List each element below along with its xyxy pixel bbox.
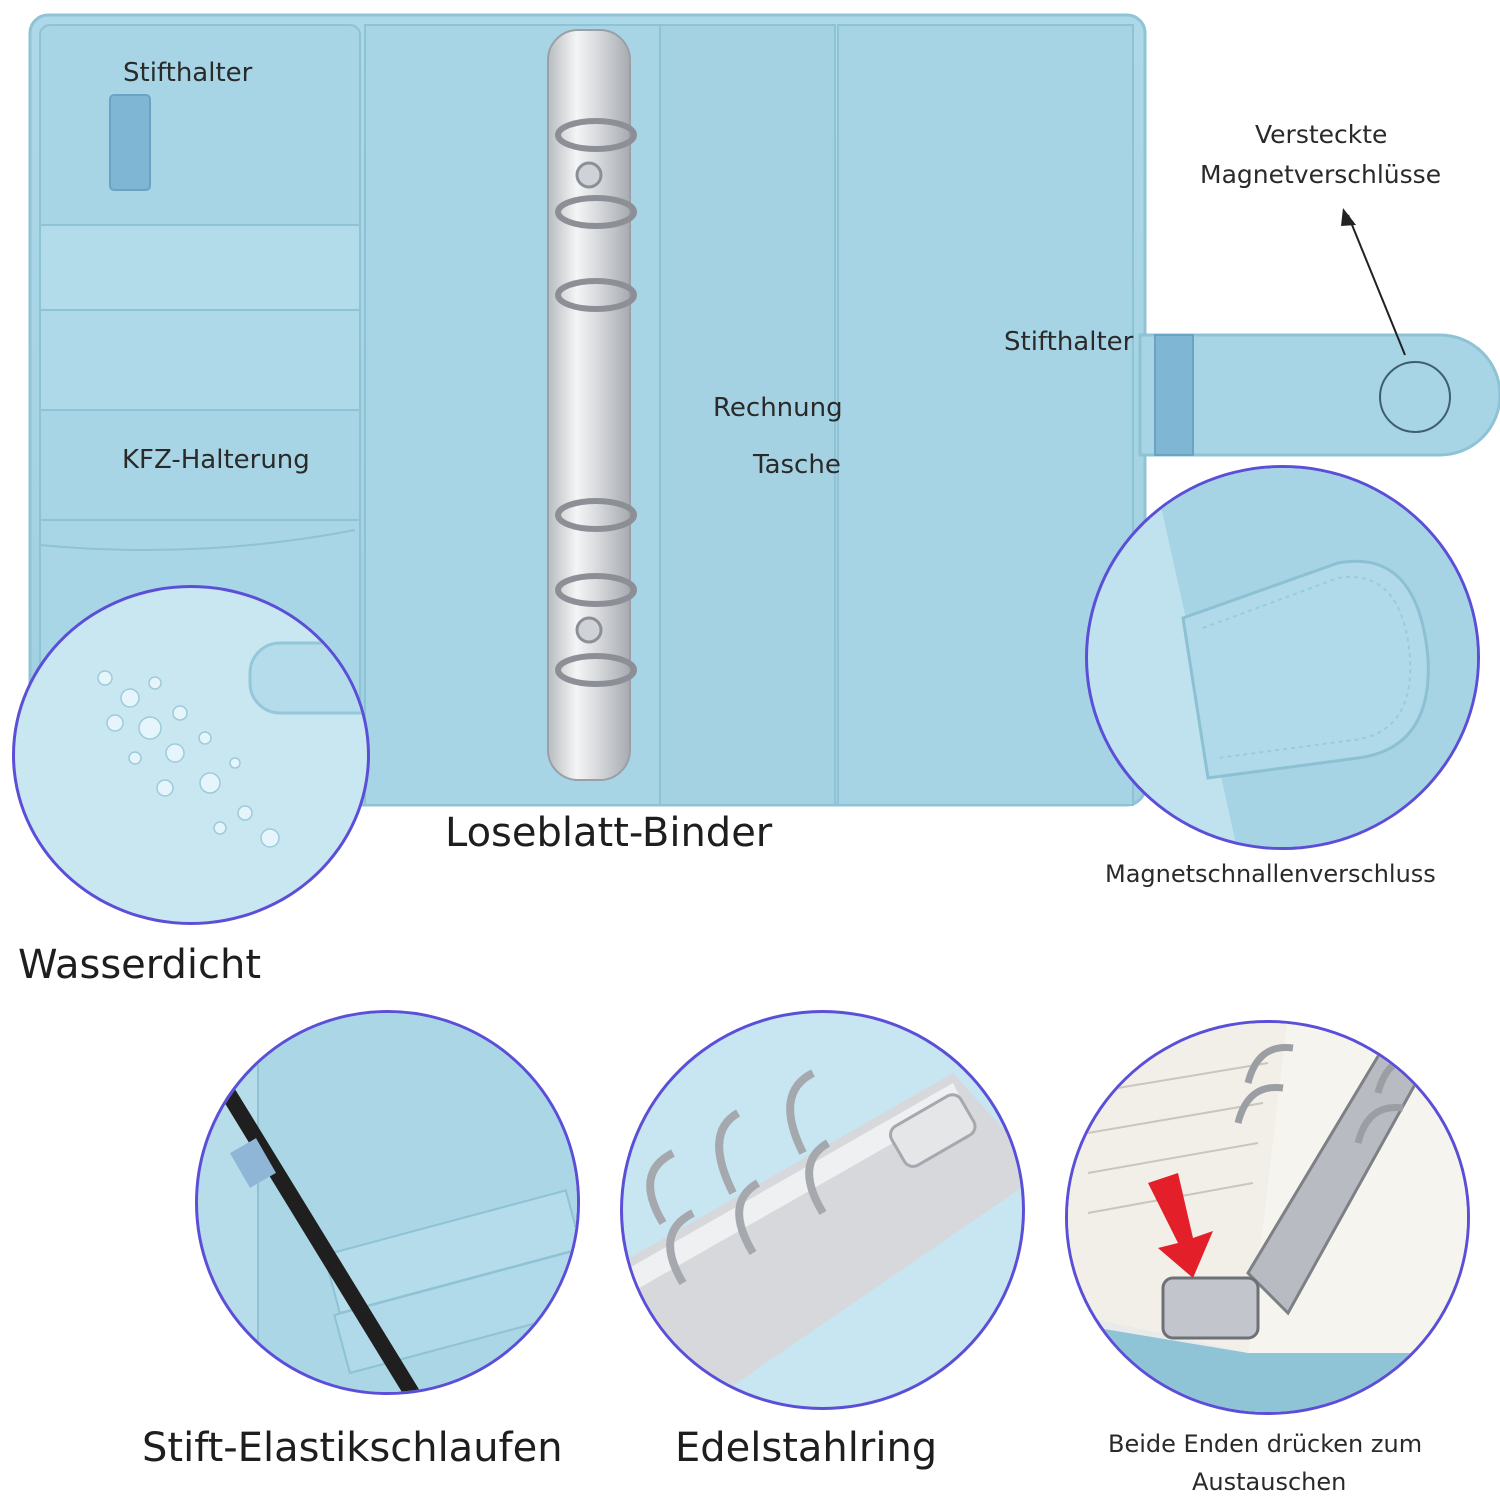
- red-arrow-icon: [1148, 1173, 1213, 1278]
- label-invoice-line2: Tasche: [753, 450, 841, 480]
- pen-elastic-circle: [195, 1010, 580, 1395]
- label-steel-ring: Edelstahlring: [675, 1425, 938, 1471]
- label-loose-leaf-binder: Loseblatt-Binder: [445, 810, 773, 856]
- label-hidden-magnets-line1: Versteckte: [1255, 120, 1388, 149]
- label-pen-holder-right: Stifthalter: [1004, 327, 1134, 357]
- buckle-icon: [1152, 468, 1477, 847]
- press-ends-icon: [1068, 1023, 1467, 1412]
- card-pocket-2: [39, 309, 361, 411]
- label-magnetic-buckle: Magnetschnallenverschluss: [1105, 860, 1436, 888]
- ring-spine: [547, 29, 631, 781]
- label-card-holder: KFZ-Halterung: [122, 445, 310, 475]
- water-drops-icon: [97, 641, 367, 848]
- steel-ring-circle: [620, 1010, 1025, 1410]
- magnet-circle: [1379, 361, 1451, 433]
- pen-loop-left: [109, 94, 151, 191]
- pen-loop-right: [1154, 334, 1194, 456]
- pen-icon: [220, 1013, 577, 1392]
- magnet-arrow: [1347, 214, 1406, 356]
- binder-rings: [555, 118, 637, 687]
- press-ends-circle: [1065, 1020, 1470, 1415]
- label-pen-elastic: Stift-Elastikschlaufen: [142, 1425, 563, 1471]
- label-pen-holder-left: Stifthalter: [123, 58, 253, 88]
- steel-ring-icon: [623, 1069, 1022, 1407]
- label-waterproof: Wasserdicht: [18, 942, 262, 988]
- label-hidden-magnets-line2: Magnetverschlüsse: [1200, 160, 1442, 189]
- label-press-ends-line1: Beide Enden drücken zum: [1108, 1430, 1423, 1458]
- label-invoice-line1: Rechnung: [713, 393, 843, 423]
- waterproof-circle: [12, 585, 370, 925]
- label-press-ends-line2: Austauschen: [1192, 1468, 1347, 1496]
- invoice-pocket: [837, 24, 1134, 806]
- magnetic-buckle-circle: [1085, 465, 1480, 850]
